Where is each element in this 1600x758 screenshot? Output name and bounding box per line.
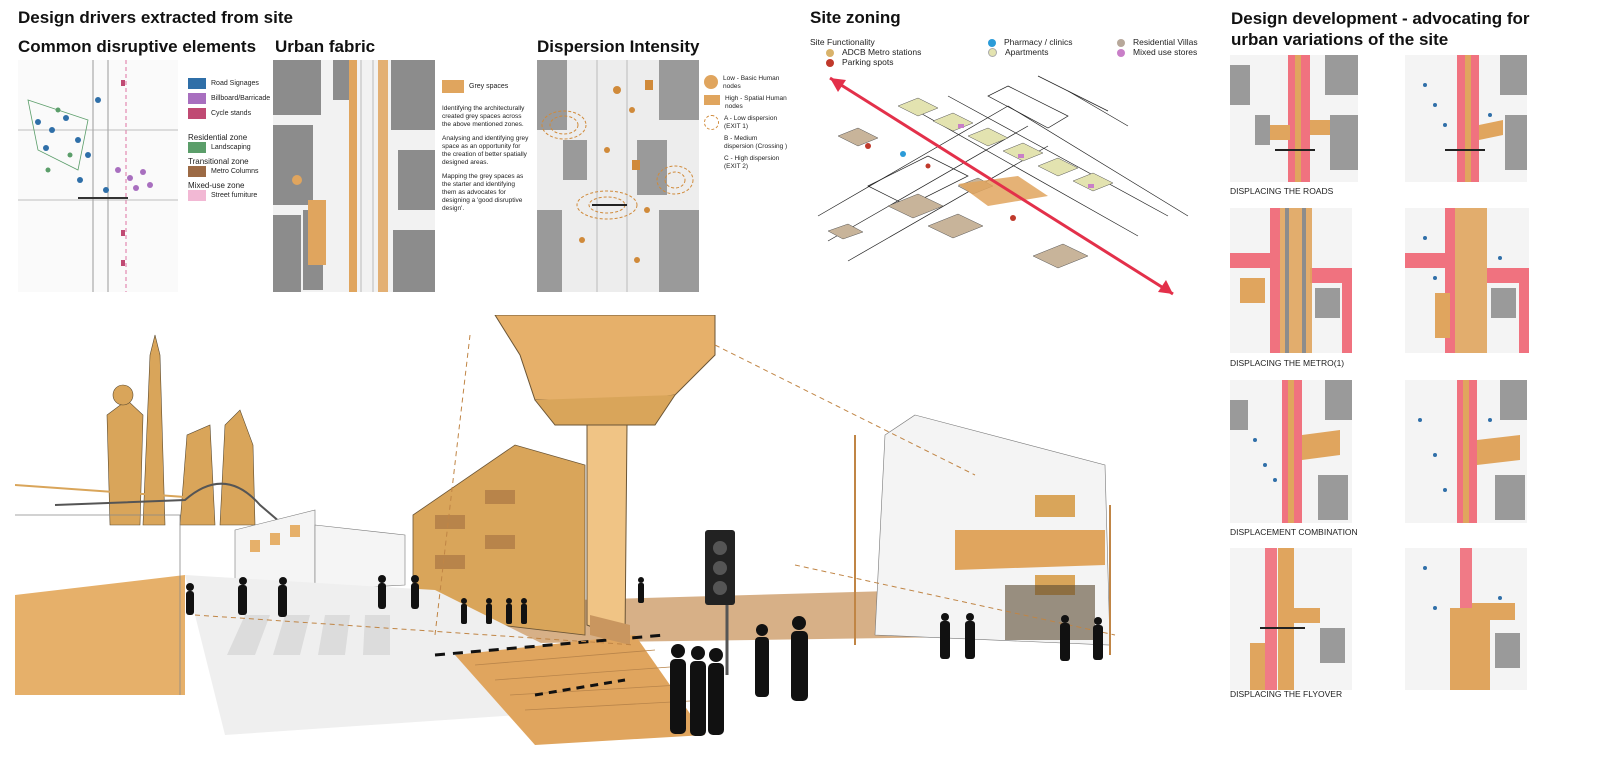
legend-medium-dispersion: B - Medium dispersion (Crossing ) [724, 135, 788, 150]
disruptive-elements-legend: Road Signages Billboard/Barricade Cycle … [188, 78, 271, 205]
metro-station-dot [826, 48, 834, 57]
zoning-legend-col3: Residential Villas Mixed use stores [1117, 38, 1198, 61]
legend-apartments: Apartments [1005, 47, 1049, 57]
combination-plan-b [1405, 380, 1527, 523]
road-signage-swatch [188, 78, 206, 89]
zone-title-transitional: Transitional zone [188, 157, 249, 166]
site-zoning-axonometric [808, 66, 1193, 306]
dispersion-heading: Dispersion Intensity [537, 37, 700, 56]
zoning-legend-col2: Pharmacy / clinics Apartments [988, 38, 1073, 61]
zoning-legend-col1: ADCB Metro stations Parking spots [826, 48, 921, 71]
legend-parking: Parking spots [842, 57, 894, 67]
site-zoning-heading: Site zoning [810, 8, 901, 27]
legend-metro-stations: ADCB Metro stations [842, 47, 922, 57]
zone-title-mixed-use: Mixed-use zone [188, 181, 245, 190]
cycle-stand-swatch [188, 108, 206, 119]
legend-road-signages: Road Signages [211, 80, 259, 87]
street-furniture-swatch [188, 190, 206, 201]
flyover-plan-b [1405, 548, 1527, 690]
legend-landscaping: Landscaping [211, 144, 251, 151]
dispersion-ring-icon [704, 115, 719, 130]
legend-pharmacy: Pharmacy / clinics [1004, 37, 1073, 47]
legend-grey-spaces: Grey spaces [469, 83, 509, 90]
mixed-use-dot [1117, 48, 1125, 57]
main-heading: Design drivers extracted from site [18, 8, 293, 27]
dispersion-intensity-map [537, 60, 699, 292]
landscaping-swatch [188, 142, 206, 153]
streetscape-perspective [15, 315, 1135, 747]
caption-displacing-metro: DISPLACING THE METRO(1) [1230, 358, 1345, 368]
pharmacy-dot [988, 38, 996, 47]
legend-mixed-use: Mixed use stores [1133, 47, 1198, 57]
metro-columns-swatch [188, 166, 206, 177]
combination-plan-a [1230, 380, 1352, 523]
common-elements-heading: Common disruptive elements [18, 37, 257, 56]
legend-villas: Residential Villas [1133, 37, 1198, 47]
dispersion-legend: Low - Basic Human nodes High - Spatial H… [704, 75, 788, 171]
roads-plan-b [1405, 55, 1527, 182]
billboard-swatch [188, 93, 206, 104]
legend-cycle-stands: Cycle stands [211, 110, 252, 117]
caption-displacing-flyover: DISPLACING THE FLYOVER [1230, 689, 1343, 699]
low-basic-node-icon [704, 75, 718, 89]
urban-fabric-text-3: Mapping the grey spaces as the starter a… [442, 173, 524, 212]
urban-fabric-map [273, 60, 435, 292]
legend-street-furniture: Street furniture [211, 192, 258, 199]
caption-displacing-roads: DISPLACING THE ROADS [1230, 186, 1334, 196]
urban-fabric-legend: Grey spaces Identifying the architectura… [442, 80, 530, 213]
legend-metro-columns: Metro Columns [211, 168, 259, 175]
legend-billboard: Billboard/Barricade [211, 95, 271, 102]
legend-high-dispersion: C - High dispersion (EXIT 2) [724, 155, 780, 170]
urban-fabric-heading: Urban fabric [275, 37, 376, 56]
metro-plan-a [1230, 208, 1352, 353]
urban-fabric-text-2: Analysing and identifying grey space as … [442, 135, 529, 166]
villas-dot [1117, 38, 1125, 47]
design-development-heading: Design development - advocating for urba… [1231, 9, 1530, 49]
metro-plan-b [1405, 208, 1529, 353]
disruptive-elements-map [18, 60, 178, 292]
legend-low-dispersion: A - Low dispersion (EXIT 1) [724, 115, 778, 130]
legend-low-basic: Low - Basic Human nodes [723, 75, 780, 90]
site-functionality-title: Site Functionality [810, 37, 875, 47]
apartments-dot [988, 48, 997, 57]
zone-title-residential: Residential zone [188, 133, 248, 142]
caption-displacement-combination: DISPLACEMENT COMBINATION [1230, 527, 1358, 537]
urban-fabric-text-1: Identifying the architecturally created … [442, 105, 525, 128]
legend-high-spatial: High - Spatial Human nodes [725, 95, 787, 110]
high-spatial-node-icon [704, 95, 720, 105]
roads-plan-a [1230, 55, 1358, 182]
grey-spaces-swatch [442, 80, 464, 93]
flyover-plan-a [1230, 548, 1352, 690]
parking-dot [826, 58, 834, 67]
